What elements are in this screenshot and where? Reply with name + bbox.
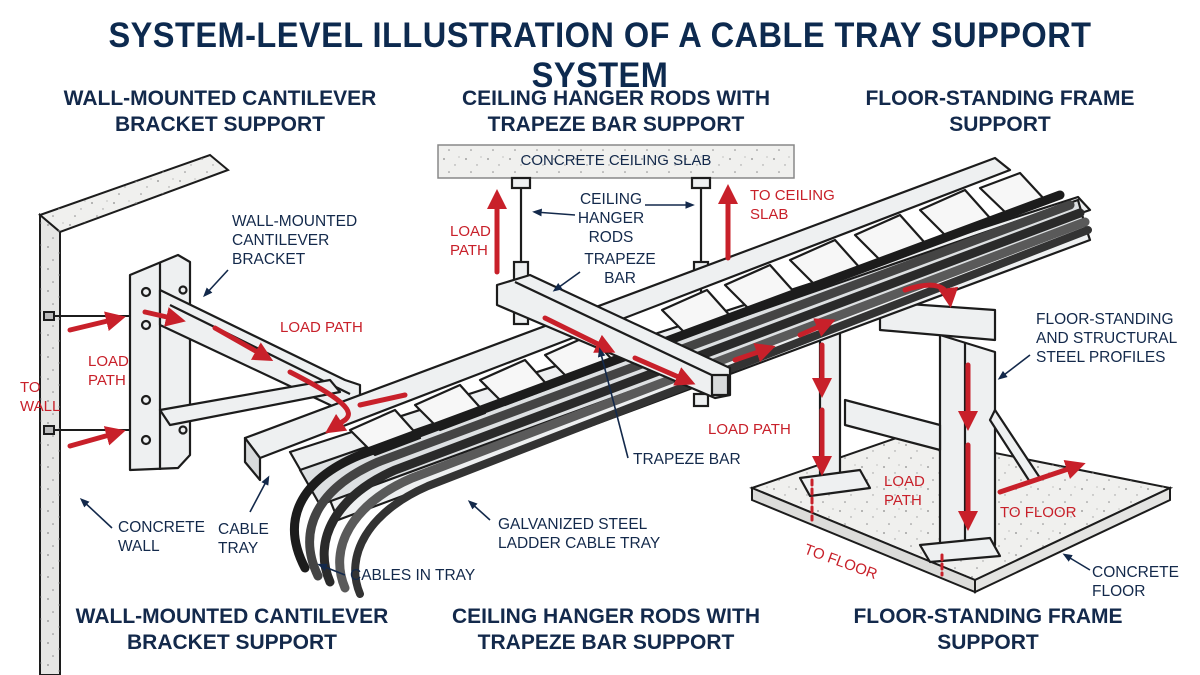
- label-load-path-floor: LOAD PATH: [884, 472, 925, 510]
- callout-line: AND STRUCTURAL: [1036, 330, 1178, 347]
- label-line: LOAD: [450, 223, 491, 240]
- label-to-floor-right: TO FLOOR: [1000, 504, 1077, 521]
- label-line: PATH: [884, 492, 922, 509]
- label-line: WALL: [20, 398, 61, 415]
- section-heading-wall-top: WALL-MOUNTED CANTILEVER BRACKET SUPPORT: [20, 86, 420, 138]
- callout-ceiling-rods: CEILING HANGER RODS: [576, 190, 646, 247]
- section-heading-line: FLOOR-STANDING FRAME: [865, 87, 1135, 110]
- label-to-wall: TO WALL: [20, 378, 60, 416]
- section-heading-line: SUPPORT: [937, 631, 1039, 654]
- callout-line: GALVANIZED STEEL: [498, 516, 648, 533]
- section-heading-floor-bottom: FLOOR-STANDING FRAME SUPPORT: [788, 604, 1188, 656]
- diagram-title: SYSTEM-LEVEL ILLUSTRATION OF A CABLE TRA…: [108, 16, 1092, 95]
- callout-line: RODS: [588, 229, 634, 246]
- callout-line: CONCRETE: [1092, 564, 1179, 581]
- callout-trapeze-bar-upper: TRAPEZE BAR: [580, 250, 660, 288]
- section-heading-line: WALL-MOUNTED CANTILEVER: [63, 87, 377, 110]
- label-line: LOAD: [884, 473, 925, 490]
- callout-line: CEILING: [579, 191, 642, 208]
- callout-galvanized-tray: GALVANIZED STEEL LADDER CABLE TRAY: [498, 515, 660, 553]
- callout-concrete-floor: CONCRETE FLOOR: [1092, 563, 1179, 601]
- concrete-ceiling-slab: [437, 144, 795, 179]
- callout-line: FLOOR-STANDING: [1036, 311, 1174, 328]
- callout-wall-bracket: WALL-MOUNTED CANTILEVER BRACKET: [232, 212, 357, 269]
- callout-line: WALL: [118, 538, 160, 555]
- callout-line: LADDER CABLE TRAY: [498, 535, 661, 552]
- section-heading-floor-top: FLOOR-STANDING FRAME SUPPORT: [800, 86, 1200, 138]
- floor-standing-frame: [798, 300, 1042, 564]
- label-load-path-bracket: LOAD PATH: [280, 319, 363, 336]
- callout-line: TRAPEZE: [584, 251, 656, 268]
- callout-line: BRACKET: [232, 251, 306, 268]
- section-heading-wall-bottom: WALL-MOUNTED CANTILEVER BRACKET SUPPORT: [32, 604, 432, 656]
- section-heading-line: FLOOR-STANDING FRAME: [853, 605, 1123, 628]
- callout-line: FLOOR: [1092, 583, 1146, 600]
- section-heading-ceiling-bottom: CEILING HANGER RODS WITH TRAPEZE BAR SUP…: [406, 604, 806, 656]
- label-line: TO CEILING: [750, 187, 835, 204]
- callout-cable-tray: CABLE TRAY: [218, 520, 269, 558]
- callout-leaders: [79, 201, 1091, 576]
- section-heading-line: BRACKET SUPPORT: [126, 631, 337, 654]
- callout-line: CONCRETE: [118, 519, 205, 536]
- callout-line: TRAY: [218, 540, 259, 557]
- ceiling-slab-label: CONCRETE CEILING SLAB: [520, 152, 712, 169]
- callout-trapeze-bar-lower: TRAPEZE BAR: [633, 451, 741, 468]
- label-line: TO: [20, 379, 41, 396]
- section-heading-ceiling-top: CEILING HANGER RODS WITH TRAPEZE BAR SUP…: [416, 86, 816, 138]
- section-heading-line: TRAPEZE BAR SUPPORT: [477, 631, 735, 654]
- callout-cables-in-tray: CABLES IN TRAY: [350, 567, 476, 584]
- section-heading-line: TRAPEZE BAR SUPPORT: [487, 113, 745, 136]
- section-heading-line: WALL-MOUNTED CANTILEVER: [75, 605, 389, 628]
- callout-line: WALL-MOUNTED: [232, 213, 358, 230]
- label-line: PATH: [450, 242, 488, 259]
- section-heading-line: SUPPORT: [949, 113, 1051, 136]
- callout-line: HANGER: [577, 210, 645, 227]
- callout-concrete-wall: CONCRETE WALL: [118, 518, 205, 556]
- label-line: SLAB: [750, 206, 789, 223]
- label-load-path-tray: LOAD PATH: [708, 421, 791, 438]
- callout-line: CANTILEVER: [232, 232, 330, 249]
- label-load-path-ceiling: LOAD PATH: [450, 222, 491, 260]
- label-line: PATH: [88, 372, 126, 389]
- callout-line: CABLE: [218, 521, 269, 538]
- concrete-wall: [38, 153, 230, 675]
- callout-line: BAR: [604, 270, 636, 287]
- label-to-ceiling-slab: TO CEILING SLAB: [750, 186, 835, 224]
- callout-line: STEEL PROFILES: [1036, 349, 1166, 366]
- callout-floor-profiles: FLOOR-STANDING AND STRUCTURAL STEEL PROF…: [1036, 310, 1177, 367]
- section-heading-line: CEILING HANGER RODS WITH: [452, 605, 760, 628]
- load-path-arrows: [67, 184, 1086, 577]
- label-load-path-wall: LOAD PATH: [88, 352, 129, 390]
- section-heading-line: BRACKET SUPPORT: [114, 113, 325, 136]
- section-heading-line: CEILING HANGER RODS WITH: [462, 87, 770, 110]
- label-line: LOAD: [88, 353, 129, 370]
